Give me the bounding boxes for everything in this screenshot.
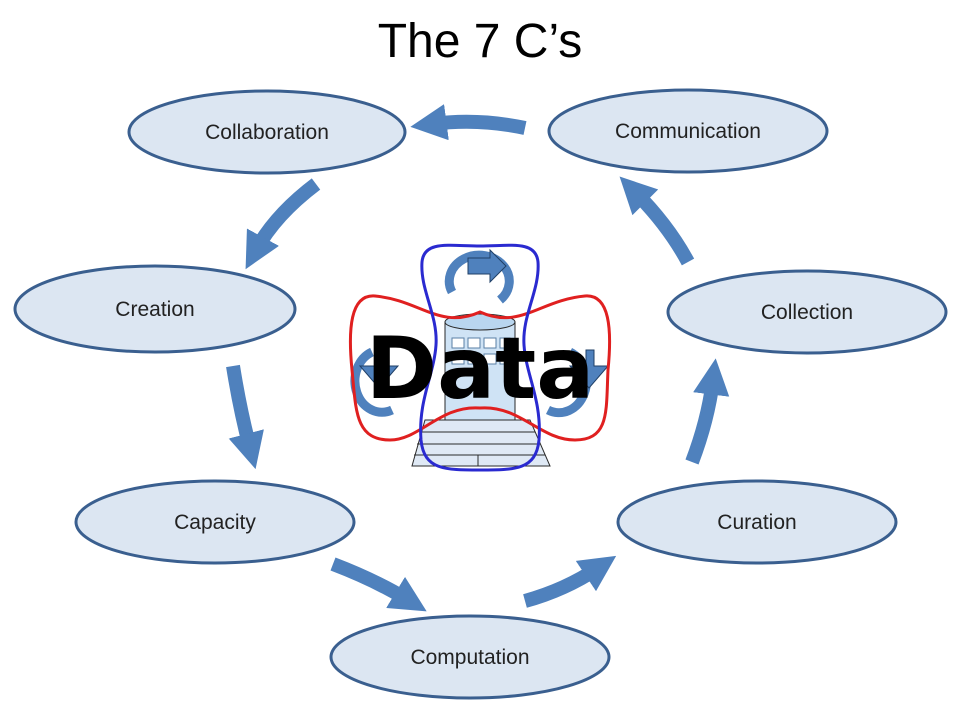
node-label-collection: Collection bbox=[761, 301, 853, 324]
blue-loop-outline bbox=[419, 243, 541, 472]
node-ellipse bbox=[616, 479, 898, 565]
node-label-communication: Communication bbox=[615, 120, 761, 143]
node-collection: Collection bbox=[666, 269, 948, 355]
node-communication: Communication bbox=[547, 88, 829, 174]
node-creation: Creation bbox=[13, 264, 297, 354]
node-ellipse bbox=[74, 479, 356, 565]
node-label-computation: Computation bbox=[410, 646, 529, 669]
arrow-communication-to-collaboration bbox=[410, 104, 527, 141]
node-label-collaboration: Collaboration bbox=[205, 121, 329, 144]
arrow-capacity-to-computation bbox=[330, 557, 427, 612]
arrow-computation-to-curation bbox=[523, 555, 617, 608]
arrow-collaboration-to-creation bbox=[245, 178, 321, 270]
arrow-creation-to-capacity bbox=[226, 364, 264, 470]
node-ellipse bbox=[547, 88, 829, 174]
node-label-creation: Creation bbox=[115, 298, 194, 321]
node-ellipse bbox=[13, 264, 297, 354]
node-ellipse bbox=[127, 89, 407, 175]
cycle-arrows bbox=[226, 104, 730, 612]
arrow-curation-to-collection bbox=[685, 358, 730, 465]
node-capacity: Capacity bbox=[74, 479, 356, 565]
node-label-capacity: Capacity bbox=[174, 511, 256, 534]
arrow-collection-to-communication bbox=[619, 176, 695, 266]
diagram-title: The 7 C’s bbox=[377, 15, 583, 68]
data-center-graphic: Data bbox=[348, 243, 612, 472]
block-arrow-icons bbox=[358, 248, 610, 389]
refresh-arrows-icon bbox=[350, 250, 591, 418]
center-data-label: Data bbox=[366, 319, 595, 419]
node-ellipse bbox=[329, 614, 611, 700]
node-ellipse bbox=[666, 269, 948, 355]
node-collaboration: Collaboration bbox=[127, 89, 407, 175]
node-curation: Curation bbox=[616, 479, 898, 565]
red-loop-outline bbox=[348, 294, 612, 442]
node-computation: Computation bbox=[329, 614, 611, 700]
node-label-curation: Curation bbox=[717, 511, 796, 534]
